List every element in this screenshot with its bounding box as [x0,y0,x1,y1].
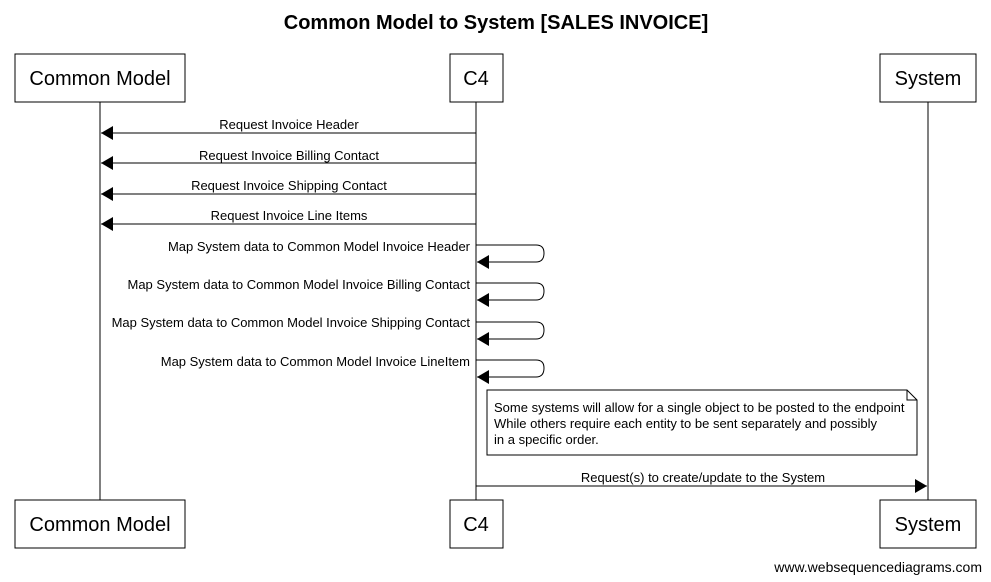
message-request-invoice-line-items: Request Invoice Line Items [101,208,476,231]
actor-common-model-bottom: Common Model [14,499,186,549]
message-request-create-update-system: Request(s) to create/update to the Syste… [476,470,927,493]
actor-label: Common Model [29,68,170,90]
message-label: Request Invoice Billing Contact [199,148,379,163]
actor-label: Common Model [29,514,170,536]
self-message-map-invoice-header: Map System data to Common Model Invoice … [168,239,545,269]
actor-system-top: System [879,53,977,103]
note-line: While others require each entity to be s… [494,416,877,431]
actor-system-bottom: System [879,499,977,549]
message-label: Request(s) to create/update to the Syste… [581,470,825,485]
message-request-invoice-shipping-contact: Request Invoice Shipping Contact [101,178,476,201]
watermark-text: www.websequencediagrams.com [773,559,982,575]
message-label: Map System data to Common Model Invoice … [112,315,471,330]
actor-common-model-top: Common Model [14,53,186,103]
message-label: Request Invoice Header [219,117,359,132]
self-message-map-invoice-shipping-contact: Map System data to Common Model Invoice … [112,315,545,346]
message-label: Map System data to Common Model Invoice … [161,354,470,369]
message-label: Map System data to Common Model Invoice … [168,239,471,254]
diagram-title: Common Model to System [SALES INVOICE] [284,12,708,34]
note-box: Some systems will allow for a single obj… [486,389,918,456]
self-message-map-invoice-lineitem: Map System data to Common Model Invoice … [161,354,545,384]
actor-label: C4 [463,68,489,90]
message-label: Request Invoice Shipping Contact [191,178,387,193]
self-message-map-invoice-billing-contact: Map System data to Common Model Invoice … [128,277,545,307]
actor-label: C4 [463,514,489,536]
message-request-invoice-billing-contact: Request Invoice Billing Contact [101,148,476,170]
actor-label: System [895,514,962,536]
message-request-invoice-header: Request Invoice Header [101,117,476,140]
note-line: in a specific order. [494,432,599,447]
actor-c4-top: C4 [449,53,504,103]
note-line: Some systems will allow for a single obj… [494,400,905,415]
message-label: Request Invoice Line Items [211,208,368,223]
actor-label: System [895,68,962,90]
actor-c4-bottom: C4 [449,499,504,549]
message-label: Map System data to Common Model Invoice … [128,277,471,292]
